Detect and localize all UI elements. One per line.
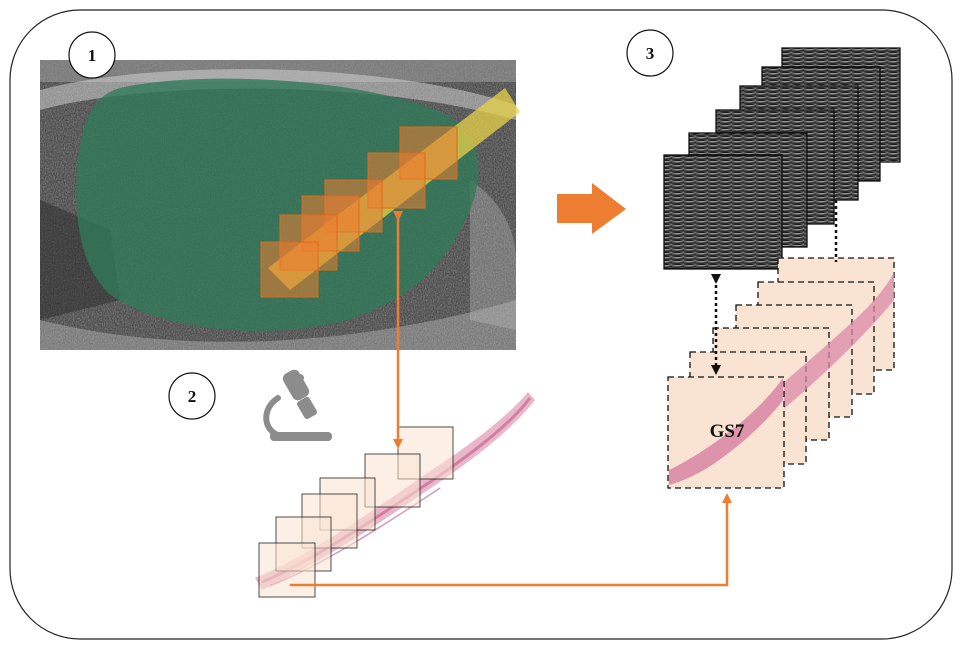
step-3-marker: 3 xyxy=(626,29,674,77)
us-patch xyxy=(260,241,319,298)
us-patch-stack xyxy=(663,47,901,270)
microscope-icon xyxy=(263,369,332,441)
right-arrow-icon xyxy=(557,183,626,234)
histology-patches xyxy=(258,426,454,598)
front-tissue-band xyxy=(669,378,783,485)
prostate-segmentation xyxy=(76,78,479,331)
stacked-us-patch xyxy=(663,154,783,270)
step-1-label: 1 xyxy=(88,46,97,65)
step-3-label: 3 xyxy=(646,44,655,63)
hist-patch xyxy=(258,542,316,598)
histology-to-grade-link xyxy=(290,493,732,587)
gleason-grade-label: GS7 xyxy=(710,421,745,442)
step-2-label: 2 xyxy=(188,387,197,406)
ultrasound-patches xyxy=(260,126,458,298)
step-2-marker: 2 xyxy=(168,372,216,420)
step-1-marker: 1 xyxy=(68,31,116,79)
